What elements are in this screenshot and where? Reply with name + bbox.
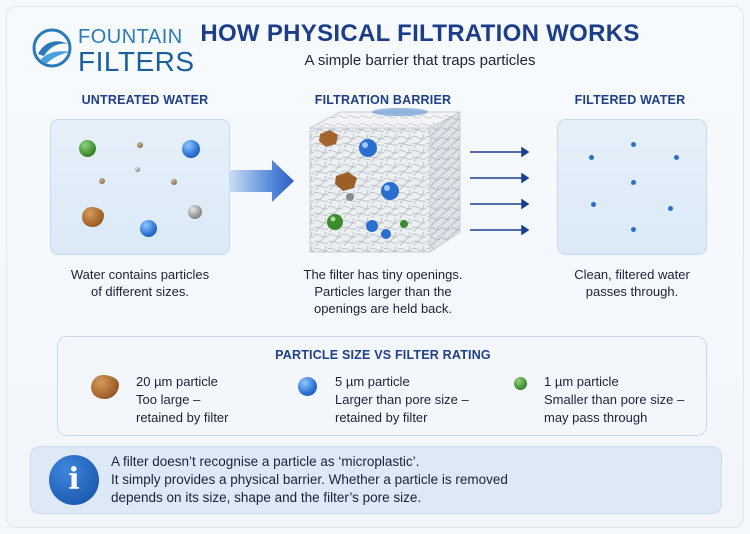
tiny-particle [674,155,679,160]
grey-particle [188,205,202,219]
info-line: depends on its size, shape and the filte… [111,490,422,505]
description-line: of different sizes. [90,284,190,299]
legend-item-desc: may pass through [544,410,648,425]
flow-arrow-icon [230,160,294,202]
tiny-particle [631,180,636,185]
info-icon: i [49,455,99,505]
water-drop-logo-icon [32,28,72,68]
info-text: A filter doesn’t recognise a particle as… [111,453,711,507]
particle-size-legend: PARTICLE SIZE VS FILTER RATING 20 µm par… [57,336,707,436]
filtered-water-heading: FILTERED WATER [574,93,686,107]
tiny-particle [135,167,140,172]
filtered-water-description: Clean, filtered water passes through. [537,266,727,300]
tiny-particle [591,202,596,207]
blue-sphere-particle-icon [298,377,317,396]
legend-item-desc: Too large – [136,392,201,407]
page-title: HOW PHYSICAL FILTRATION WORKS [200,20,640,47]
description-line: Water contains particles [70,267,210,282]
info-line: A filter doesn’t recognise a particle as… [111,454,420,469]
description-line: The filter has tiny openings. [303,267,463,282]
page-subtitle: A simple barrier that traps particles [304,52,536,69]
brand-name-line2: FILTERS [78,46,195,77]
tiny-particle [631,142,636,147]
filtration-barrier-description: The filter has tiny openings. Particles … [283,266,483,317]
blue-particle [140,220,157,237]
tiny-particle [631,227,636,232]
brown-rock-particle [82,207,104,227]
legend-item-desc: Smaller than pore size – [544,392,685,407]
brand-logo: FOUNTAIN FILTERS [30,24,194,77]
legend-item-desc: retained by filter [136,410,229,425]
untreated-water-description: Water contains particles of different si… [40,266,240,300]
outflow-arrows-icon [470,146,530,236]
filtration-barrier-heading: FILTRATION BARRIER [314,93,452,107]
blue-particle [182,140,200,158]
description-line: openings are held back. [313,301,453,316]
description-line: Particles larger than the [314,284,452,299]
tiny-particle [137,142,143,148]
filter-block-illustration [309,108,461,253]
legend-item-name: 20 µm particle [136,374,218,389]
legend-item-1um: 1 µm particle Smaller than pore size – m… [544,373,684,427]
description-line: Clean, filtered water [574,267,690,282]
infographic-frame [6,6,744,528]
brown-rock-particle-icon [91,375,119,399]
legend-item-desc: retained by filter [335,410,428,425]
brand-name-line1: FOUNTAIN [78,26,183,48]
info-line: It simply provides a physical barrier. W… [111,472,508,487]
green-sphere-particle-icon [514,377,527,390]
untreated-water-panel [50,119,230,255]
legend-item-5um: 5 µm particle Larger than pore size – re… [335,373,469,427]
legend-title: PARTICLE SIZE VS FILTER RATING [275,348,491,362]
legend-item-desc: Larger than pore size – [335,392,469,407]
filtered-water-panel [557,119,707,255]
tiny-particle [99,178,105,184]
legend-item-20um: 20 µm particle Too large – retained by f… [136,373,229,427]
green-particle [79,140,96,157]
tiny-particle [171,179,177,185]
description-line: passes through. [585,284,679,299]
untreated-water-heading: UNTREATED WATER [81,93,209,107]
tiny-particle [589,155,594,160]
tiny-particle [668,206,673,211]
info-note: i A filter doesn’t recognise a particle … [30,446,722,514]
legend-item-name: 1 µm particle [544,374,619,389]
legend-item-name: 5 µm particle [335,374,410,389]
